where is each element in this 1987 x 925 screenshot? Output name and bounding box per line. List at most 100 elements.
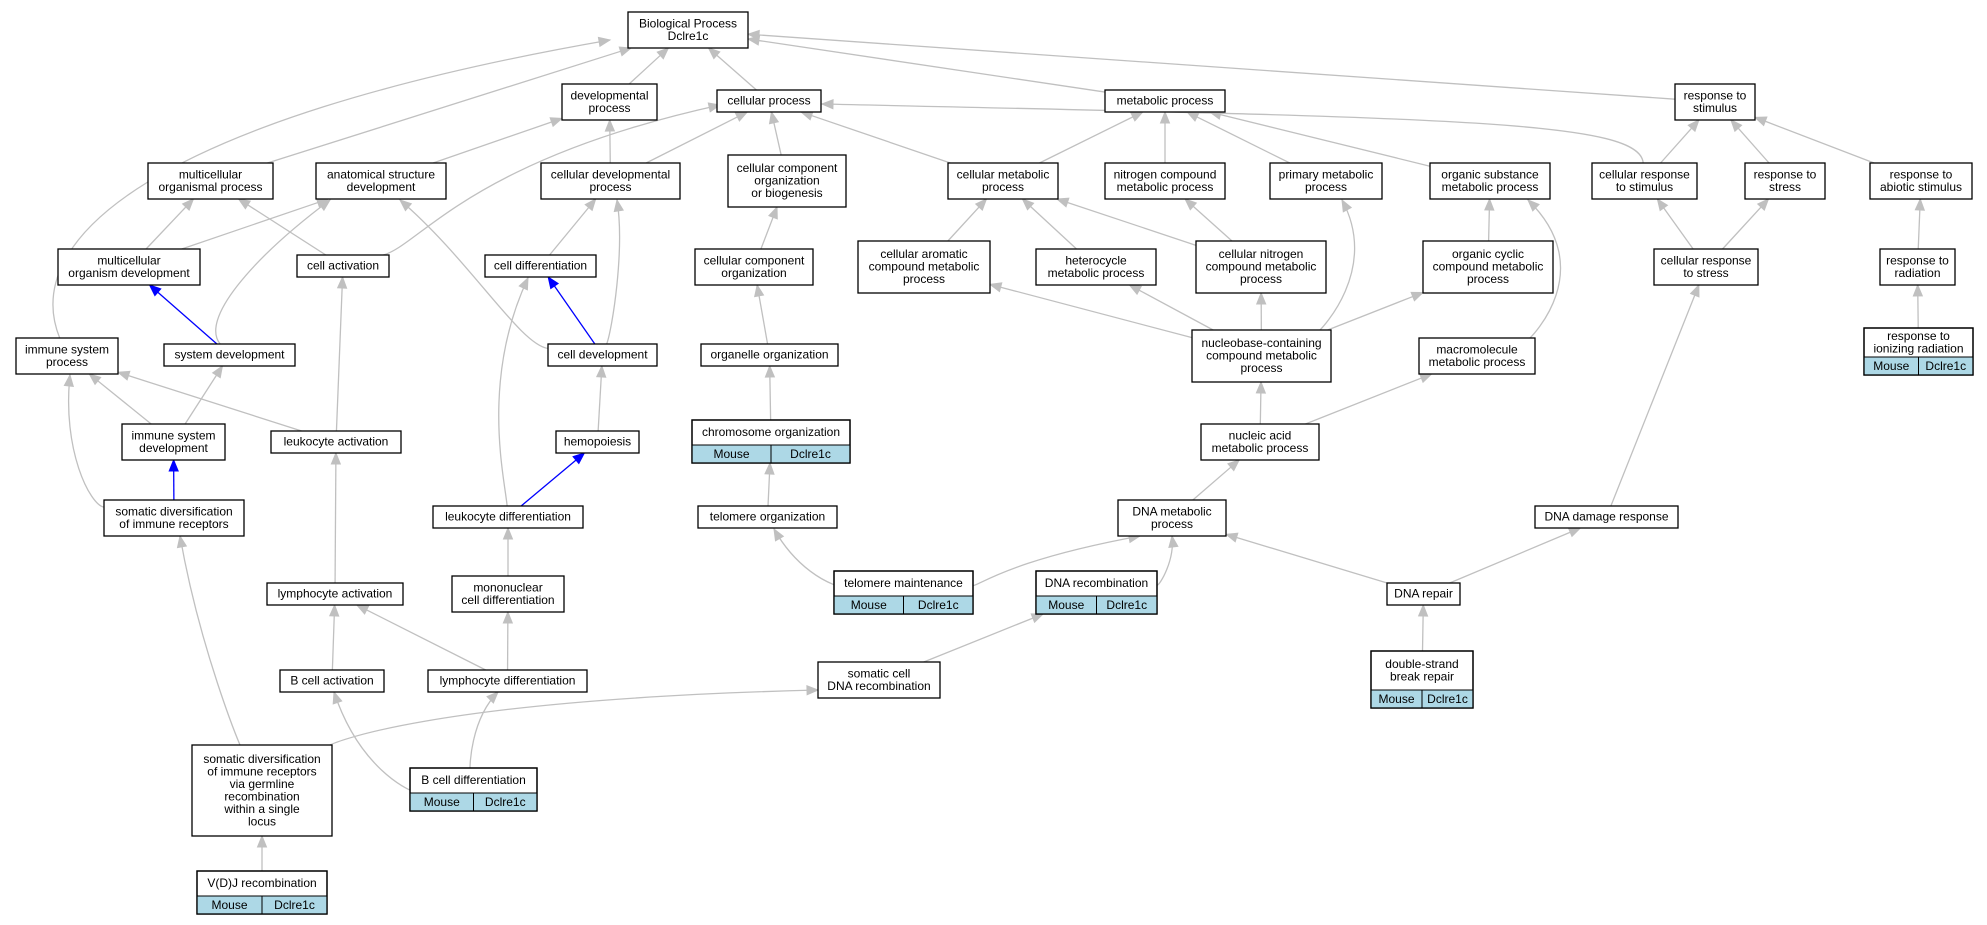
go-term-box — [694, 248, 814, 286]
edge-resprad-to-respabio — [1914, 197, 1926, 250]
go-term-label: or biogenesis — [751, 186, 822, 200]
edge-line — [335, 287, 343, 432]
arrow-head — [1689, 283, 1700, 298]
edge-hemo-to-celldev — [595, 364, 607, 432]
arrow-head — [549, 117, 564, 128]
edge-line — [145, 206, 187, 250]
arrow-head — [707, 47, 721, 60]
edge-line — [1030, 205, 1077, 250]
edge-somdivgerm-to-somdiv — [176, 534, 241, 746]
go-term-node-leukdiff[interactable]: leukocyte differentiation — [432, 505, 584, 529]
go-term-label: nucleic acid — [1229, 428, 1292, 442]
go-term-node-leukact[interactable]: leukocyte activation — [270, 430, 402, 454]
arrow-head — [974, 198, 988, 212]
go-term-box — [15, 337, 119, 375]
go-term-node-bcellact[interactable]: B cell activation — [279, 669, 385, 693]
go-term-outline — [1035, 570, 1158, 615]
gene-label: Dclre1c — [790, 447, 831, 461]
go-term-label: metabolic process — [1429, 355, 1526, 369]
arrow-head — [486, 691, 499, 704]
go-term-label: within a single — [223, 802, 300, 816]
go-term-node-organelle[interactable]: organelle organization — [700, 343, 839, 367]
edge-line — [553, 285, 596, 345]
go-term-label: organelle organization — [710, 348, 828, 362]
go-term-node-dnadamage[interactable]: DNA damage response — [1534, 505, 1679, 529]
go-term-label: cellular response — [1599, 167, 1690, 181]
arrow-head — [768, 205, 778, 220]
go-term-label: cellular developmental — [551, 167, 670, 181]
edge-cellrespstress-to-respstress — [1722, 198, 1770, 250]
go-term-node-dnarepair[interactable]: DNA repair — [1386, 582, 1461, 606]
go-term-node-cellact[interactable]: cell activation — [296, 254, 390, 278]
go-term-node-lymphdiff[interactable]: lymphocyte differentiation — [427, 669, 588, 693]
go-term-outline — [833, 570, 974, 615]
go-term-node-sysdev[interactable]: system development — [163, 343, 296, 367]
go-term-label: leukocyte activation — [284, 435, 389, 449]
go-term-outline — [1863, 327, 1974, 376]
go-term-label: somatic cell — [848, 666, 911, 680]
go-term-box — [315, 162, 447, 200]
go-term-label: heterocycle — [1065, 253, 1127, 267]
go-term-node-celldev[interactable]: cell development — [547, 343, 658, 367]
edge-line — [1039, 116, 1134, 164]
go-term-node-celldiff[interactable]: cell differentiation — [484, 254, 597, 278]
edge-line — [179, 535, 241, 746]
edge-respion-to-resprad — [1912, 283, 1924, 329]
go-term-node-telorg[interactable]: telomere organization — [697, 505, 838, 529]
go-term-node-hemo[interactable]: hemopoiesis — [555, 430, 640, 454]
edge-line — [184, 374, 218, 425]
go-term-node-metaproc[interactable]: metabolic process — [1104, 89, 1226, 113]
edge-line — [1220, 113, 1431, 167]
go-term-box — [716, 89, 822, 113]
go-term-node-cellproc[interactable]: cellular process — [716, 89, 822, 113]
go-term-label: DNA recombination — [1045, 576, 1148, 590]
go-term-label: process — [46, 355, 88, 369]
edge-line — [247, 204, 327, 256]
arrow-head — [332, 690, 343, 705]
edge-line — [267, 50, 621, 164]
edge-somcell-to-dnarecomb — [923, 613, 1045, 663]
go-term-node-lymphact[interactable]: lymphocyte activation — [266, 582, 404, 606]
edge-metaproc-to-bp — [746, 35, 1106, 93]
go-term-label: developmental — [570, 88, 648, 102]
